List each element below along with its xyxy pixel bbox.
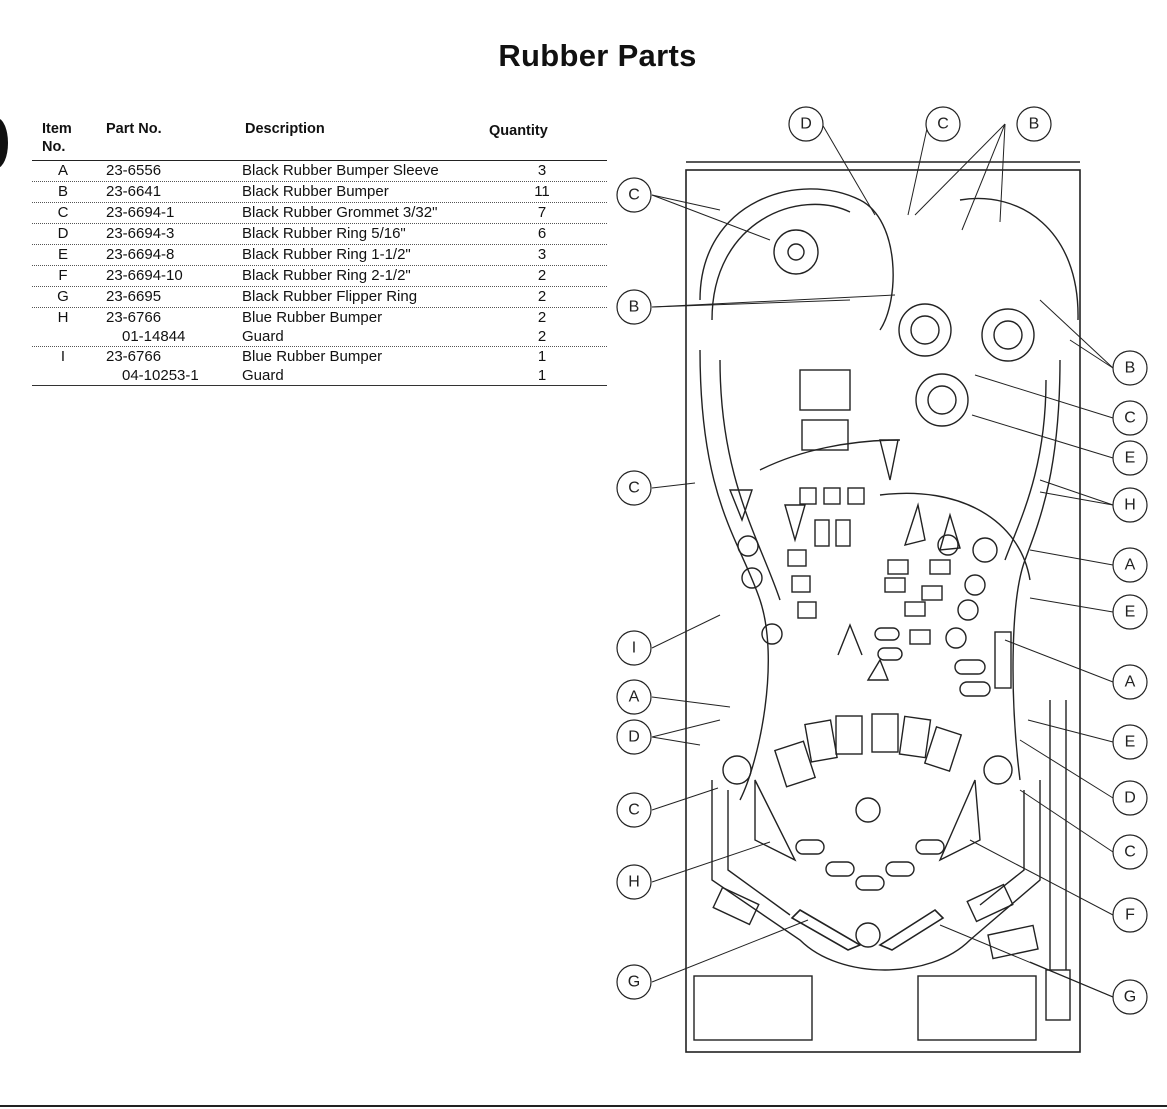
item-letter: G [57,288,69,305]
header-item: Item No. [42,120,72,156]
part-quantity: 2 [537,328,547,345]
part-number: 23-6766 [106,348,162,365]
part-number: 23-6694-8 [106,246,175,263]
part-number: 04-10253-1 [122,367,199,384]
part-number: 23-6695 [106,288,162,305]
callout-right-e: E [1125,604,1136,621]
playfield-diagram: D C B C B C I A D C H G B C E H A E A E … [616,106,1148,1053]
part-description: Black Rubber Ring 2-1/2" [242,267,411,284]
table-row: E 23-6694-8 Black Rubber Ring 1-1/2" 3 [32,245,607,266]
part-number: 23-6694-3 [106,225,175,242]
callout-right-d: D [1124,790,1136,807]
part-description: Black Rubber Bumper [242,183,389,200]
callout-right-g: G [1124,989,1136,1006]
part-quantity: 6 [537,225,547,242]
callout-left-h: H [628,874,640,891]
callout-right-a: A [1125,557,1136,574]
callout-top-d: D [800,116,812,133]
part-description: Blue Rubber Bumper [242,309,383,326]
table-row: C 23-6694-1 Black Rubber Grommet 3/32" 7 [32,203,607,224]
callout-right-c: C [1124,410,1136,427]
callout-left-g: G [628,974,640,991]
table-header: Item No. Part No. Description Quantity [32,118,607,160]
item-letter: A [57,162,68,179]
callout-left-a: A [629,689,640,706]
callout-right-h: H [1124,497,1136,514]
part-quantity: 7 [537,204,547,221]
callout-right-f: F [1125,907,1135,924]
callout-left-c: C [628,802,640,819]
table-row: 04-10253-1 Guard 1 [32,366,607,386]
part-quantity: 3 [537,162,547,179]
callout-left-c: C [628,480,640,497]
part-number: 23-6694-10 [106,267,183,284]
table-row: B 23-6641 Black Rubber Bumper 11 [32,182,607,203]
table-row: H 23-6766 Blue Rubber Bumper 2 [32,308,607,327]
part-description: Blue Rubber Bumper [242,348,383,365]
item-letter: F [58,267,68,284]
item-letter: C [57,204,69,221]
callout-left-b: B [629,299,640,316]
callout-left-d: D [628,729,640,746]
page-bottom-rule [0,1105,1167,1107]
callout-right-e: E [1125,734,1136,751]
callout-right-e: E [1125,450,1136,467]
callout-left-i: I [632,640,636,657]
page-edge-mark [0,118,8,168]
header-part-no: Part No. [106,121,162,137]
part-quantity: 2 [537,267,547,284]
part-quantity: 2 [537,288,547,305]
table-row: A 23-6556 Black Rubber Bumper Sleeve 3 [32,161,607,182]
table-row: G 23-6695 Black Rubber Flipper Ring 2 [32,287,607,308]
part-quantity: 3 [537,246,547,263]
part-description: Guard [242,328,284,345]
part-number: 23-6766 [106,309,162,326]
header-item-line2: No. [42,139,66,155]
part-quantity: 11 [534,183,550,200]
table-row: I 23-6766 Blue Rubber Bumper 1 [32,347,607,366]
item-letter: H [57,309,69,326]
part-description: Guard [242,367,284,384]
header-quantity: Quantity [489,123,548,139]
callout-right-c: C [1124,844,1136,861]
callout-left-c: C [628,187,640,204]
item-letter: I [60,348,66,365]
page-title: Rubber Parts [498,38,697,73]
callout-top-c: C [937,116,949,133]
part-description: Black Rubber Grommet 3/32" [242,204,438,221]
item-letter: E [57,246,68,263]
callout-right-a: A [1125,674,1136,691]
header-item-line1: Item [42,121,72,137]
callout-top-b: B [1029,116,1040,133]
part-description: Black Rubber Flipper Ring [242,288,418,305]
part-number: 23-6694-1 [106,204,175,221]
part-description: Black Rubber Ring 1-1/2" [242,246,411,263]
table-row: F 23-6694-10 Black Rubber Ring 2-1/2" 2 [32,266,607,287]
part-number: 23-6641 [106,183,162,200]
header-rule [32,160,607,161]
part-number: 23-6556 [106,162,162,179]
part-description: Black Rubber Bumper Sleeve [242,162,439,179]
part-quantity: 2 [537,309,547,326]
rubber-parts-table: Item No. Part No. Description Quantity A… [32,118,607,386]
item-letter: D [57,225,69,242]
header-description: Description [245,121,325,137]
part-number: 01-14844 [122,328,186,345]
callout-right-b: B [1125,360,1136,377]
table-row: D 23-6694-3 Black Rubber Ring 5/16" 6 [32,224,607,245]
item-letter: B [57,183,68,200]
part-quantity: 1 [537,367,547,384]
part-description: Black Rubber Ring 5/16" [242,225,406,242]
table-row: 01-14844 Guard 2 [32,327,607,347]
part-quantity: 1 [537,348,547,365]
